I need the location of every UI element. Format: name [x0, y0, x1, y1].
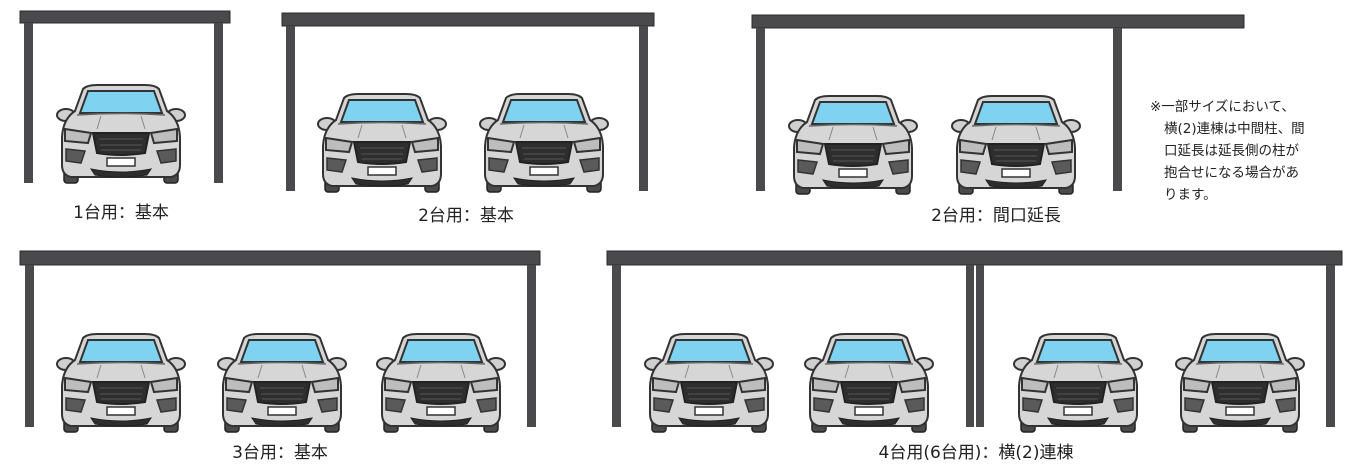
caption-3-car-basic: 3台用：基本 [232, 443, 328, 463]
note-line-3: 口延長は延長側の柱が [1164, 143, 1299, 159]
caption-2-car-wide: 2台用：間口延長 [931, 206, 1061, 226]
carport-2-car-wide [751, 14, 1245, 195]
carport-1-car-basic [19, 10, 231, 184]
car-icon [317, 93, 447, 193]
car-icon [56, 333, 186, 433]
car-icon [804, 333, 934, 433]
carport-3-car-basic [19, 250, 541, 433]
caption-4-car-linked: 4台用(6台用)：横(2)連棟 [879, 443, 1074, 463]
car-icon [479, 93, 609, 193]
note-line-2: 横(2)連棟は中間柱、間 [1164, 121, 1305, 137]
car-icon [644, 333, 774, 433]
car-icon [1013, 333, 1143, 433]
note-line-1: ※一部サイズにおいて、 [1150, 99, 1295, 115]
carport-4-car-linked [606, 250, 1343, 433]
car-icon [788, 95, 918, 195]
car-icon [951, 95, 1081, 195]
carport-2-car-basic [281, 12, 655, 193]
car-icon [376, 333, 506, 433]
car-icon [1175, 333, 1305, 433]
car-icon [56, 84, 186, 184]
note-line-5: ります。 [1164, 187, 1217, 203]
car-icon [217, 333, 347, 433]
caption-2-car-basic: 2台用：基本 [418, 206, 514, 226]
caption-1-car-basic: 1台用：基本 [73, 203, 169, 223]
note-line-4: 抱合せになる場合があ [1164, 165, 1299, 181]
size-note: ※一部サイズにおいて、 横(2)連棟は中間柱、間 口延長は延長側の柱が 抱合せに… [1150, 96, 1345, 206]
